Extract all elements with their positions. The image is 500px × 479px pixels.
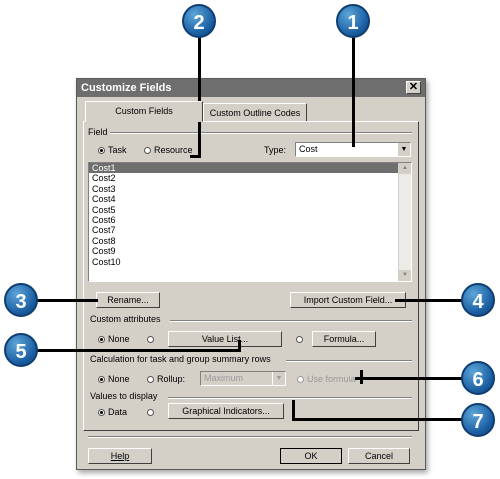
use-formula-radio-dot [297,376,304,383]
callout-4: 4 [461,283,495,317]
calculation-none-radio-dot [98,376,105,383]
callout-2-line-tick [190,155,201,158]
callout-7: 7 [461,403,495,437]
callout-2: 2 [182,4,216,38]
use-formula-radio[interactable]: Use formula [297,374,356,384]
help-button[interactable]: Help [88,448,152,464]
scroll-up-icon[interactable]: ▲ [399,163,411,174]
formula-button-label: Formula... [323,334,365,344]
import-custom-field-button[interactable]: Import Custom Field... [290,292,406,308]
callout-5-line [36,349,240,352]
attributes-valuelist-radio-dot [147,336,154,343]
value-list-button-label: Value List... [201,334,249,344]
attributes-none-radio[interactable]: None [98,334,130,344]
callout-1-line [352,37,355,147]
chevron-down-icon[interactable]: ▼ [397,143,410,156]
callout-6-line [355,377,465,380]
attributes-none-label: None [108,334,130,344]
field-group-label: Field [88,127,108,137]
custom-attributes-label: Custom attributes [90,314,161,324]
callout-1: 1 [336,4,370,38]
callout-7-line [292,418,465,421]
list-item[interactable]: Cost5 [92,204,116,215]
graphical-indicators-button-label: Graphical Indicators... [182,406,270,416]
callout-3: 3 [4,283,38,317]
tab-custom-outline-codes[interactable]: Custom Outline Codes [203,103,307,121]
task-radio[interactable]: Task [98,145,127,155]
custom-attributes-divider [170,320,412,322]
callout-2-line [198,37,201,158]
cancel-button-label: Cancel [364,451,393,461]
type-label: Type: [264,145,287,155]
close-icon[interactable]: ✕ [406,81,421,94]
callout-7-line-bracket [292,400,295,421]
callout-6-line-bracket [360,370,363,384]
callout-3-line [36,299,98,302]
list-item[interactable]: Cost8 [92,235,116,246]
ok-button[interactable]: OK [280,448,342,464]
tab-custom-fields[interactable]: Custom Fields [85,101,203,122]
rollup-select-value: Maximum [204,373,244,383]
attributes-formula-radio-dot [296,336,303,343]
import-button-label: Import Custom Field... [303,295,393,305]
values-to-display-label: Values to display [90,391,158,401]
resource-radio[interactable]: Resource [144,145,193,155]
data-radio-label: Data [108,407,128,417]
list-item[interactable]: Cost10 [92,256,121,267]
values-divider [168,397,412,399]
list-item[interactable]: Cost2 [92,173,116,184]
graphical-radio-dot [147,409,154,416]
listbox-scrollbar[interactable]: ▲ ▼ [398,163,411,281]
calculation-label: Calculation for task and group summary r… [90,354,271,364]
rollup-radio[interactable]: Rollup: [147,374,185,384]
value-list-button[interactable]: Value List... [168,331,282,347]
formula-button[interactable]: Formula... [312,331,376,347]
help-button-label: Help [110,451,130,461]
rollup-radio-dot [147,376,154,383]
attributes-valuelist-radio[interactable] [147,334,157,344]
tab-panel [83,121,419,431]
graphical-indicators-button[interactable]: Graphical Indicators... [168,403,284,419]
callout-5: 5 [4,333,38,367]
scroll-down-icon[interactable]: ▼ [399,270,411,281]
list-item[interactable]: Cost7 [92,225,116,236]
task-radio-dot [98,147,105,154]
calculation-none-label: None [108,374,130,384]
callout-4-line [395,299,465,302]
attributes-none-radio-dot [98,336,105,343]
ok-button-label: OK [304,451,318,461]
callout-5-line-tick [238,340,241,352]
resource-radio-dot [144,147,151,154]
resource-radio-label: Resource [154,145,193,155]
callout-6: 6 [461,361,495,395]
list-item[interactable]: Cost1 [89,163,411,174]
rollup-chevron-down-icon[interactable]: ▼ [272,372,285,385]
data-radio[interactable]: Data [98,407,127,417]
list-item[interactable]: Cost3 [92,183,116,194]
list-item[interactable]: Cost6 [92,214,116,225]
attributes-formula-radio[interactable] [296,334,306,344]
calculation-none-radio[interactable]: None [98,374,130,384]
list-item[interactable]: Cost9 [92,246,116,257]
use-formula-label: Use formula [307,374,356,384]
calculation-divider [286,360,412,362]
dialog-title: Customize Fields [77,79,425,97]
cancel-button[interactable]: Cancel [348,448,410,464]
task-radio-label: Task [108,145,127,155]
type-select-value: Cost [299,144,318,154]
list-item[interactable]: Cost4 [92,194,116,205]
rename-button[interactable]: Rename... [96,292,160,308]
bottom-divider [88,436,412,438]
field-group-divider [110,132,412,134]
rollup-label: Rollup: [157,374,186,384]
data-radio-dot [98,409,105,416]
graphical-radio[interactable] [147,407,157,417]
rollup-select[interactable]: Maximum ▼ [200,371,286,386]
rename-button-label: Rename... [107,295,149,305]
